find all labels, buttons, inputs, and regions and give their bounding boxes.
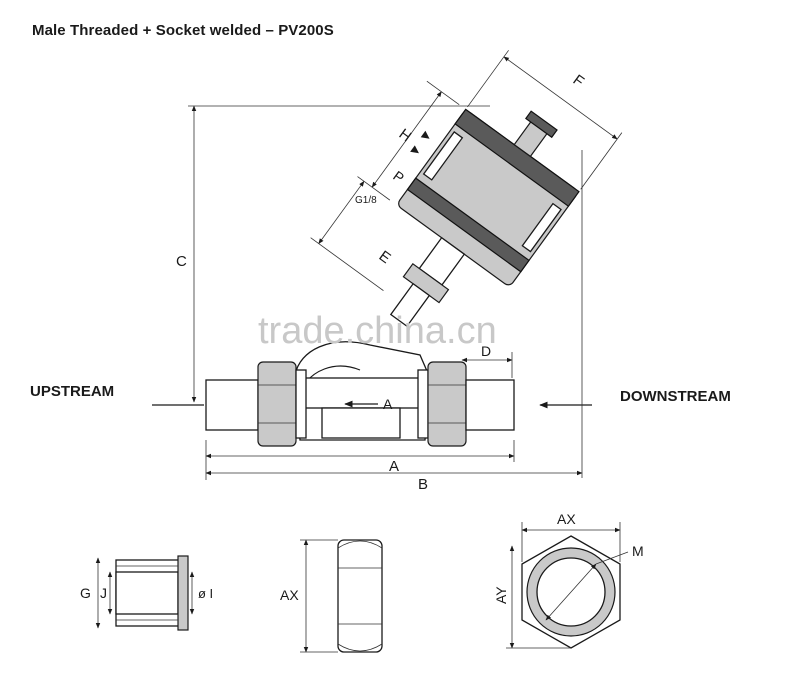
ext-line-f-left	[467, 50, 509, 108]
hex-end-view: M AX AY	[493, 511, 644, 649]
dim-line-e	[318, 180, 365, 245]
ext-line-h-bottom	[357, 176, 391, 201]
valve-stem	[389, 282, 431, 328]
dim-b-label: B	[418, 476, 428, 493]
port-marker-lower	[410, 145, 419, 154]
page-title: Male Threaded + Socket welded – PV200S	[32, 22, 334, 39]
dim-f-label: F	[570, 71, 587, 90]
ext-line-e-bottom	[310, 237, 384, 291]
nut-chamfer-top	[337, 540, 383, 549]
dim-g-label: G	[80, 585, 91, 601]
ext-line-f-right	[580, 132, 623, 190]
dim-line-f	[503, 56, 618, 140]
dim-ax-hex-label: AX	[557, 511, 576, 527]
valve-body-upper	[294, 377, 426, 409]
right-union-nut	[427, 361, 467, 447]
socket-section-view: G J ø I	[80, 555, 213, 631]
dim-c-label: C	[176, 253, 187, 270]
right-union-collar	[417, 369, 429, 439]
left-union-nut	[257, 361, 297, 447]
dim-m-label: M	[632, 543, 644, 559]
leader-m	[595, 551, 629, 565]
dim-line-m	[545, 563, 597, 621]
port-marker-upper	[420, 130, 430, 139]
left-union-collar	[295, 369, 307, 439]
dim-a-label: A	[389, 458, 399, 475]
union-nut-side-view: AX	[280, 539, 383, 653]
left-pipe-end	[205, 379, 259, 431]
downstream-label: DOWNSTREAM	[620, 388, 731, 405]
valve-body-neck	[321, 407, 401, 439]
dim-ax-nut-label: AX	[280, 587, 299, 603]
upstream-label: UPSTREAM	[30, 383, 114, 400]
dim-ay-label: AY	[493, 586, 509, 604]
actuator-assembly	[310, 50, 623, 328]
dim-p-label: P	[390, 167, 407, 185]
ext-line-h-top	[426, 80, 460, 105]
flow-arrow-label: A	[383, 396, 393, 412]
dim-h-label: H	[396, 125, 415, 145]
valve-side-view: A UPSTREAM DOWNSTREAM C D A B F H P E G1…	[30, 50, 731, 493]
port-size-label: G1/8	[355, 195, 377, 206]
actuator-side-rib-right	[521, 202, 562, 253]
dim-line-h	[371, 91, 442, 188]
socket-shoulder	[177, 555, 189, 631]
nut-body	[337, 539, 383, 653]
dim-j-label: J	[100, 585, 107, 601]
right-pipe-end	[465, 379, 515, 431]
dim-e-label: E	[376, 247, 394, 267]
nut-chamfer-bottom	[337, 643, 383, 652]
dim-d-label: D	[481, 343, 491, 359]
dim-i-label: ø I	[198, 586, 213, 601]
socket-bore	[115, 571, 179, 615]
watermark: trade.china.cn	[258, 310, 497, 352]
